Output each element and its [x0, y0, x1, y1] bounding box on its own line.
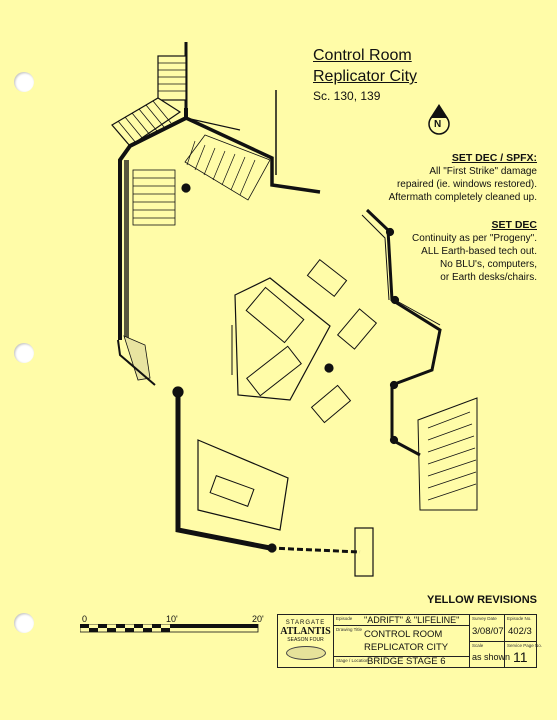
sheet-title: Control Room Replicator City: [313, 45, 417, 87]
scene-numbers: Sc. 130, 139: [313, 89, 381, 103]
set-dec-line: No BLU's, computers,: [440, 259, 537, 270]
set-dec-notes: SET DEC Continuity as per "Progeny". ALL…: [412, 219, 537, 284]
stargate-atlantis-logo: STARGATE ATLANTIS SEASON FOUR: [278, 615, 334, 667]
page-no-cell: Service Page No. 11: [507, 643, 543, 665]
stage-cell: Stage / Location BRIDGE STAGE 6: [334, 656, 470, 667]
drawing-title-line-1: CONTROL ROOM: [364, 629, 443, 640]
punch-hole: [14, 343, 34, 363]
drawing-scale: as shown: [472, 652, 511, 662]
north-label: N: [434, 119, 442, 130]
title-block: STARGATE ATLANTIS SEASON FOUR Episode "A…: [277, 614, 543, 668]
drawing-title-line-2: REPLICATOR CITY: [364, 642, 449, 653]
spfx-line: repaired (ie. windows restored).: [396, 179, 537, 190]
set-dec-line: ALL Earth-based tech out.: [421, 246, 537, 257]
revisions-label: YELLOW REVISIONS: [427, 594, 538, 606]
scale-label-20: 20': [252, 614, 264, 624]
scale-bar: [80, 624, 259, 633]
set-dec-heading: SET DEC: [491, 219, 537, 231]
survey-date: 3/08/07: [472, 626, 504, 637]
page-number: 11: [513, 649, 528, 665]
punch-hole: [14, 72, 34, 92]
stage-location: BRIDGE STAGE 6: [367, 656, 446, 667]
spfx-line: Aftermath completely cleaned up.: [388, 192, 537, 203]
spfx-heading: SET DEC / SPFX:: [451, 152, 537, 164]
punch-hole: [14, 613, 34, 633]
episode-name: "ADRIFT" & "LIFELINE": [364, 615, 460, 625]
episode-cell: Episode "ADRIFT" & "LIFELINE": [334, 615, 470, 626]
set-dec-line: Continuity as per "Progeny".: [412, 233, 537, 244]
survey-date-cell: Survey Date 3/08/07: [470, 615, 505, 642]
set-dec-line: or Earth desks/chairs.: [440, 272, 537, 283]
title-line-2: Replicator City: [313, 68, 418, 85]
episode-number: 402/3: [508, 626, 532, 637]
drawing-title-cell: Drawing Title CONTROL ROOM REPLICATOR CI…: [334, 626, 470, 657]
scale-label-10: 10': [166, 614, 178, 624]
title-line-1: Control Room: [313, 47, 412, 64]
episode-no-cell: Episode No. 402/3: [505, 615, 536, 642]
spfx-line: All "First Strike" damage: [429, 166, 537, 177]
scale-cell: Scale as shown: [470, 642, 510, 667]
scale-label-0: 0: [82, 614, 88, 624]
spfx-notes: SET DEC / SPFX: All "First Strike" damag…: [389, 152, 537, 204]
